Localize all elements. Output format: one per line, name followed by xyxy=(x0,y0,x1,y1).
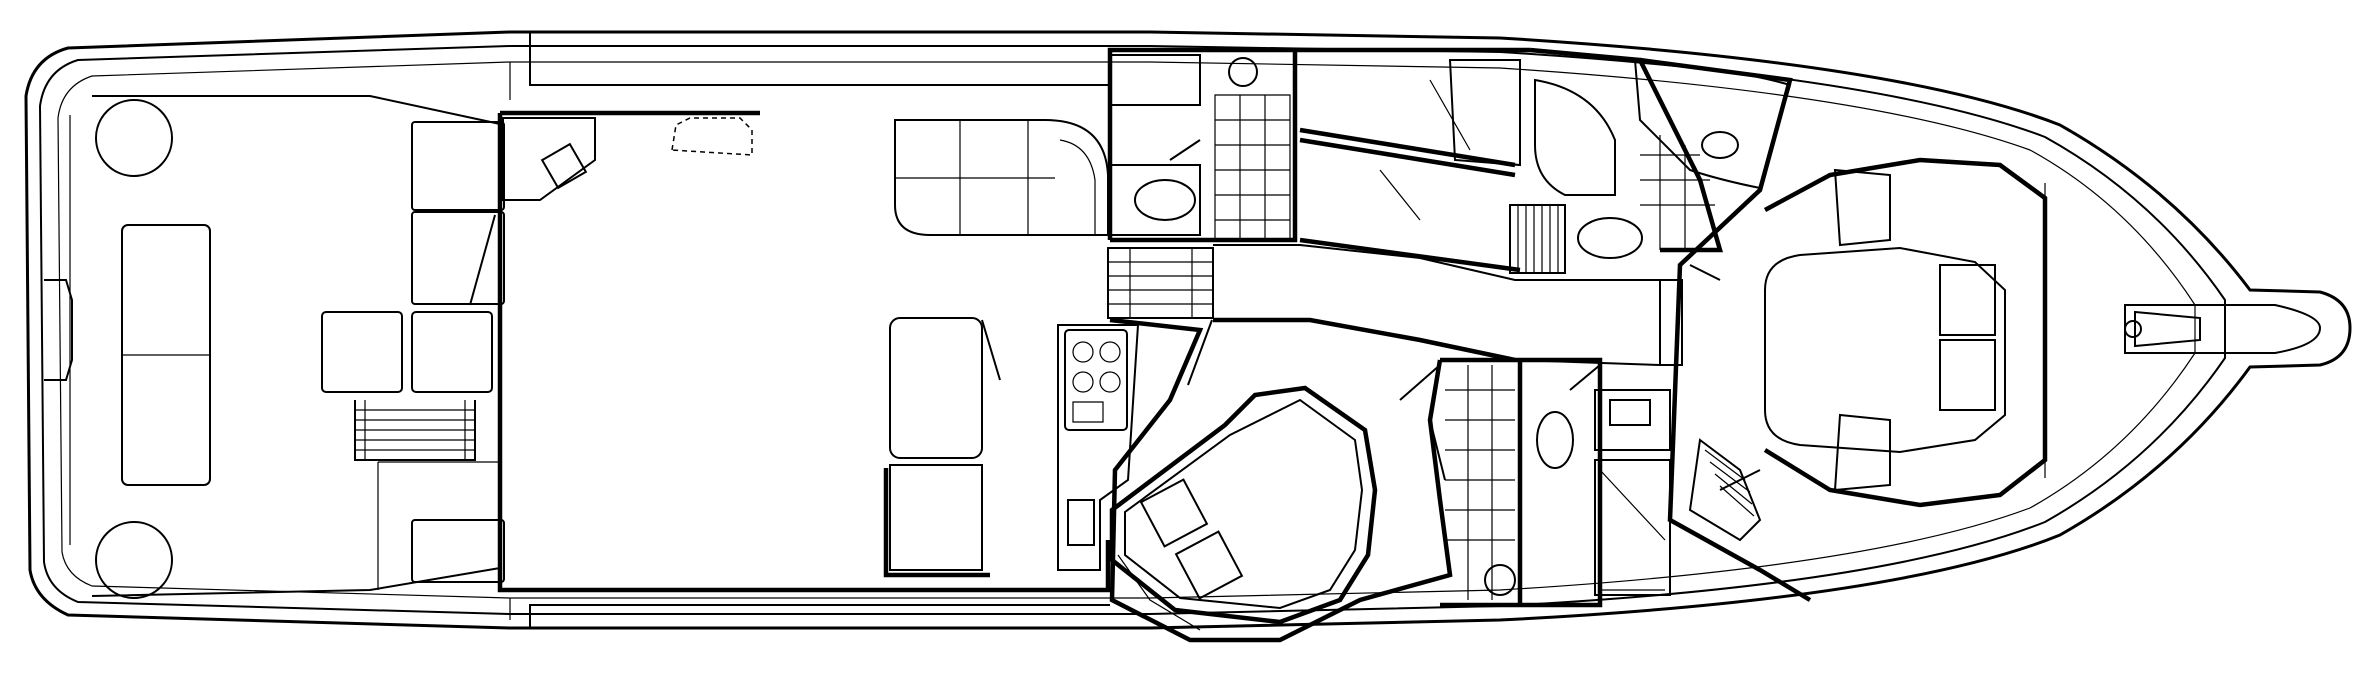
bridge-ladder-steps xyxy=(355,400,475,460)
burner xyxy=(1100,372,1120,392)
locker xyxy=(1450,60,1520,165)
anchor-roller xyxy=(2135,312,2200,346)
corner-cabinet xyxy=(503,118,595,200)
cockpit-coaming xyxy=(92,568,500,596)
cockpit-corner-ring xyxy=(96,100,172,176)
salon-chair xyxy=(890,318,982,458)
galley-sink xyxy=(1068,500,1094,545)
l-sofa-cushions xyxy=(895,120,1055,235)
shower-tiles xyxy=(1215,95,1290,240)
toilet xyxy=(1537,412,1573,468)
cockpit-coaming xyxy=(92,96,500,124)
l-sofa-back xyxy=(1060,140,1095,235)
cooktop xyxy=(1065,330,1127,430)
stateroom-door xyxy=(1188,320,1440,400)
cabinet xyxy=(1595,460,1670,595)
cockpit-corner-ring xyxy=(96,522,172,598)
pulpit-outline xyxy=(2125,305,2320,353)
island-berth xyxy=(1112,388,1375,622)
cockpit-locker xyxy=(412,212,504,304)
v-berth xyxy=(1765,160,2045,505)
salon-wall-step xyxy=(886,468,990,575)
deck-inner-line xyxy=(58,62,2195,598)
hanging-locker xyxy=(1835,170,1890,490)
cockpit-box xyxy=(412,312,492,392)
port-head xyxy=(1110,50,1295,240)
sink xyxy=(1702,132,1738,158)
cockpit-step xyxy=(378,462,500,590)
vanity xyxy=(1110,55,1200,105)
sink xyxy=(1229,58,1257,86)
v-berth-mattress xyxy=(1765,248,2005,452)
pillow xyxy=(1940,340,1995,410)
side-deck-line xyxy=(530,605,1110,628)
pulpit-bolt xyxy=(2125,321,2141,337)
cockpit-door xyxy=(470,215,495,305)
midship-stateroom xyxy=(1110,320,1450,640)
burner xyxy=(1073,372,1093,392)
starboard-passage xyxy=(1295,50,1530,270)
side-deck-line xyxy=(530,32,1110,85)
berth-mattress xyxy=(1125,400,1362,608)
head-door xyxy=(1430,365,1600,480)
cockpit-locker xyxy=(412,520,504,582)
forward-cabin xyxy=(1635,60,2045,600)
cabin-wall xyxy=(1640,60,1810,600)
oven-grid xyxy=(1073,402,1103,422)
hallway-wall xyxy=(1213,245,1660,280)
burner xyxy=(1073,342,1093,362)
hull-outer-line xyxy=(26,32,2350,628)
forward-head xyxy=(1510,50,1720,273)
transom-notch xyxy=(44,280,72,380)
hallway-wall xyxy=(1213,320,1515,360)
passage-wall xyxy=(1295,50,1530,270)
grate xyxy=(1510,205,1565,273)
dash-cabinet xyxy=(672,118,752,155)
cabin-ladder xyxy=(1690,440,1760,540)
stateroom-wall xyxy=(1110,320,1450,640)
cabinet-door xyxy=(1600,470,1665,590)
pillow xyxy=(1141,480,1207,547)
pillow xyxy=(1176,532,1242,599)
side-table xyxy=(890,465,982,570)
nightstand xyxy=(1118,555,1200,630)
salon-door xyxy=(982,320,1000,380)
vanity xyxy=(1635,60,1790,188)
grate-slats xyxy=(1518,205,1558,273)
toilet xyxy=(1578,218,1642,258)
vanity-top xyxy=(1610,400,1650,425)
hull-second-line xyxy=(40,46,2225,614)
companionway-stairs xyxy=(1108,248,1213,318)
mid-head xyxy=(1430,360,1670,605)
toilet xyxy=(1135,180,1195,220)
cabin-door xyxy=(1690,265,1760,490)
shower-stall xyxy=(1535,80,1615,195)
hull xyxy=(26,32,2350,628)
head-door xyxy=(1170,140,1200,160)
stair-treads xyxy=(1108,248,1213,318)
cockpit-box xyxy=(322,312,402,392)
bow-pulpit xyxy=(2045,183,2320,478)
ladder-rungs xyxy=(1705,450,1754,516)
locker-door xyxy=(1380,80,1470,220)
salon-furniture xyxy=(503,118,1108,575)
hallway-step xyxy=(1660,280,1682,365)
cockpit xyxy=(92,96,504,598)
salon-walls xyxy=(500,32,1110,628)
sink xyxy=(1485,565,1515,595)
head-wall xyxy=(1440,360,1600,605)
floor-tiles xyxy=(1640,135,1715,250)
vanity xyxy=(1595,390,1670,450)
cockpit-locker xyxy=(412,122,504,210)
wet-bar-sink xyxy=(542,144,586,188)
toilet-box xyxy=(1110,165,1200,235)
pillow xyxy=(1940,265,1995,335)
burner xyxy=(1100,342,1120,362)
tile-grid xyxy=(1445,365,1515,600)
salon-wall xyxy=(500,113,1108,590)
